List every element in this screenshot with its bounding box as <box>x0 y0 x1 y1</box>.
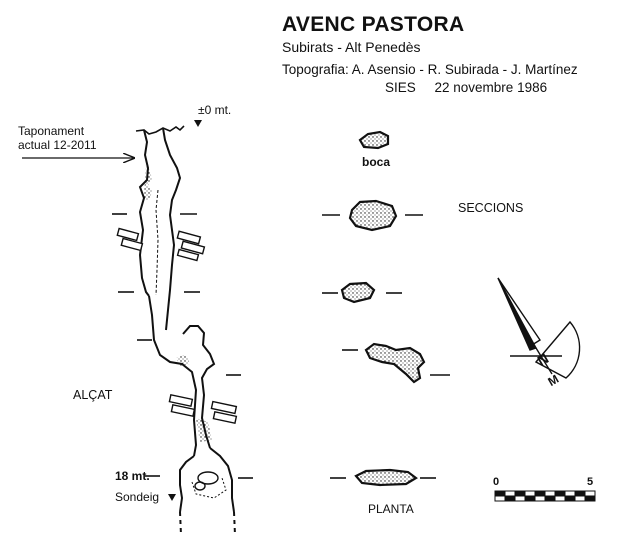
sections-label: SECCIONS <box>458 201 524 215</box>
section-2 <box>322 199 423 232</box>
section-3 <box>322 281 402 304</box>
taponament-label: Taponament actual 12-2011 <box>18 124 97 152</box>
survey-title: AVENC PASTORA <box>282 13 465 36</box>
elevation-profile <box>135 125 236 536</box>
elevation-label: ALÇAT <box>73 388 113 402</box>
planta-label: PLANTA <box>368 502 414 516</box>
depth-zero-label: ±0 mt. <box>198 103 232 117</box>
section-boca-label: boca <box>362 155 391 169</box>
depth-zero-marker <box>194 120 202 127</box>
sondeig-label: Sondeig <box>115 490 160 504</box>
section-boca <box>358 130 390 150</box>
depth-bottom-label: 18 mt. <box>115 469 150 483</box>
sondeig-marker <box>168 494 176 501</box>
elevation-bricks <box>116 227 238 425</box>
survey-date: SIES 22 novembre 1986 <box>385 80 548 95</box>
north-arrow <box>497 277 581 379</box>
scale-start-label: 0 <box>493 476 500 488</box>
scale-end-label: 5 <box>587 476 594 488</box>
survey-location: Subirats - Alt Penedès <box>282 39 421 55</box>
section-planta <box>330 468 436 487</box>
section-level-lines <box>112 213 253 479</box>
section-4 <box>342 342 450 384</box>
scale-bar <box>494 490 596 502</box>
survey-authors: Topografia: A. Asensio - R. Subirada - J… <box>282 62 578 77</box>
